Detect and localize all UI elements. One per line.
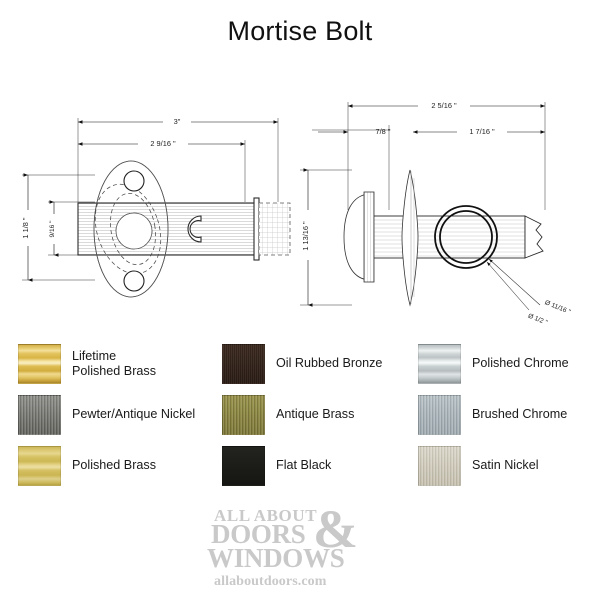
oval-plate-edge: [401, 169, 419, 307]
dim-overall-projection: 2 5/16 ": [348, 99, 545, 112]
dim-bolt-height: 9/16 ": [47, 200, 61, 257]
swatch-flat-black[interactable]: [222, 446, 265, 486]
turn-knob-face: [115, 212, 153, 250]
dim-backset-length-label: 2 9/16 ": [150, 139, 176, 148]
finish-label-oil-rubbed-bronze: Oil Rubbed Bronze: [276, 356, 383, 371]
finish-column-3: Polished Chrome Brushed Chrome Satin Nic…: [418, 340, 600, 490]
thumb-turn-knob: [343, 191, 375, 283]
technical-drawings: 3" 2 9/16 " 1 1/8 " 9/16 ": [0, 70, 600, 325]
dim-plate-width-label: 1 13/16 ": [301, 221, 310, 251]
bolt-shaft: [369, 215, 526, 259]
swatch-antique-brass[interactable]: [222, 395, 265, 435]
finish-label-satin-nickel: Satin Nickel: [472, 458, 539, 473]
finish-option-polished-brass[interactable]: Polished Brass: [18, 446, 156, 486]
finish-label-flat-black: Flat Black: [276, 458, 332, 473]
lower-screw-hole: [123, 270, 145, 292]
dim-plate-height: 1 1/8 ": [21, 173, 35, 282]
dim-bolt-height-label: 9/16 ": [49, 220, 56, 238]
page-title: Mortise Bolt: [227, 16, 373, 46]
swatch-oil-rubbed-bronze[interactable]: [222, 344, 265, 384]
finish-options-grid: Lifetime Polished Brass Pewter/Antique N…: [0, 340, 600, 490]
logo-stack: ALL ABOUT DOORS & WINDOWS allaboutdoors.…: [205, 498, 395, 598]
swatch-pewter-antique-nickel[interactable]: [18, 395, 61, 435]
finish-option-antique-brass[interactable]: Antique Brass: [222, 395, 354, 435]
finish-column-1: Lifetime Polished Brass Pewter/Antique N…: [18, 340, 218, 490]
finish-option-lifetime-polished-brass[interactable]: Lifetime Polished Brass: [18, 344, 156, 384]
finish-option-pewter-antique-nickel[interactable]: Pewter/Antique Nickel: [18, 395, 195, 435]
dim-plate-width: 1 13/16 ": [301, 168, 315, 307]
swatch-polished-chrome[interactable]: [418, 344, 461, 384]
dim-backset-length: 2 9/16 ": [78, 137, 245, 150]
bolt-tip: [524, 215, 544, 259]
finish-label-polished-brass: Polished Brass: [72, 458, 156, 473]
logo-website-url: allaboutdoors.com: [214, 574, 327, 589]
drawings-svg: 3" 2 9/16 " 1 1/8 " 9/16 ": [21, 99, 572, 325]
finish-label-antique-brass: Antique Brass: [276, 407, 355, 422]
dim-inner-diameter-label: Ø 1/2 ": [527, 313, 549, 325]
dim-overall-projection-label: 2 5/16 ": [431, 101, 457, 110]
finish-option-polished-chrome[interactable]: Polished Chrome: [418, 344, 569, 384]
bolt-extension-hidden: [258, 202, 291, 256]
dim-outer-diameter-label: Ø 11/16 ": [544, 299, 572, 316]
finish-label-brushed-chrome: Brushed Chrome: [472, 407, 568, 422]
finish-label-pewter-antique-nickel: Pewter/Antique Nickel: [72, 407, 196, 422]
finish-label-polished-chrome: Polished Chrome: [472, 356, 569, 371]
swatch-polished-brass[interactable]: [18, 446, 61, 486]
dim-bolt-projection: 1 7/16 ": [413, 125, 545, 138]
oval-rose-plate: [93, 160, 169, 298]
finish-option-satin-nickel[interactable]: Satin Nickel: [418, 446, 539, 486]
dim-bolt-projection-label: 1 7/16 ": [469, 127, 495, 136]
finish-option-oil-rubbed-bronze[interactable]: Oil Rubbed Bronze: [222, 344, 382, 384]
front-elevation: 3" 2 9/16 " 1 1/8 " 9/16 ": [21, 115, 291, 298]
finish-option-brushed-chrome[interactable]: Brushed Chrome: [418, 395, 567, 435]
dim-overall-length-label: 3": [174, 117, 181, 126]
logo-line-all-about: ALL ABOUT: [214, 506, 318, 525]
upper-screw-hole: [123, 170, 145, 192]
finish-column-2: Oil Rubbed Bronze Antique Brass Flat Bla…: [222, 340, 422, 490]
dim-overall-length: 3": [78, 115, 278, 128]
collar-rings: [434, 205, 498, 269]
logo-ampersand: &: [313, 499, 358, 559]
logo-line-doors: DOORS: [211, 519, 306, 549]
company-logo: ALL ABOUT DOORS & WINDOWS allaboutdoors.…: [0, 498, 600, 598]
logo-line-windows: WINDOWS: [207, 543, 345, 573]
finish-option-flat-black[interactable]: Flat Black: [222, 446, 331, 486]
dim-knob-projection-label: 7/8 ": [376, 127, 391, 136]
finish-label-lifetime-polished-brass: Lifetime Polished Brass: [72, 348, 156, 378]
side-elevation: 2 5/16 " 7/8 " 1 7/16 " 1 13/16 ": [300, 99, 572, 325]
dim-plate-height-label: 1 1/8 ": [21, 217, 30, 238]
bolt-notch: [187, 215, 202, 243]
diameter-leaders: [486, 258, 541, 311]
swatch-lifetime-polished-brass[interactable]: [18, 344, 61, 384]
side-extension-lines: [300, 102, 546, 306]
dim-knob-projection: 7/8 ": [318, 127, 391, 136]
swatch-brushed-chrome[interactable]: [418, 395, 461, 435]
swatch-satin-nickel[interactable]: [418, 446, 461, 486]
